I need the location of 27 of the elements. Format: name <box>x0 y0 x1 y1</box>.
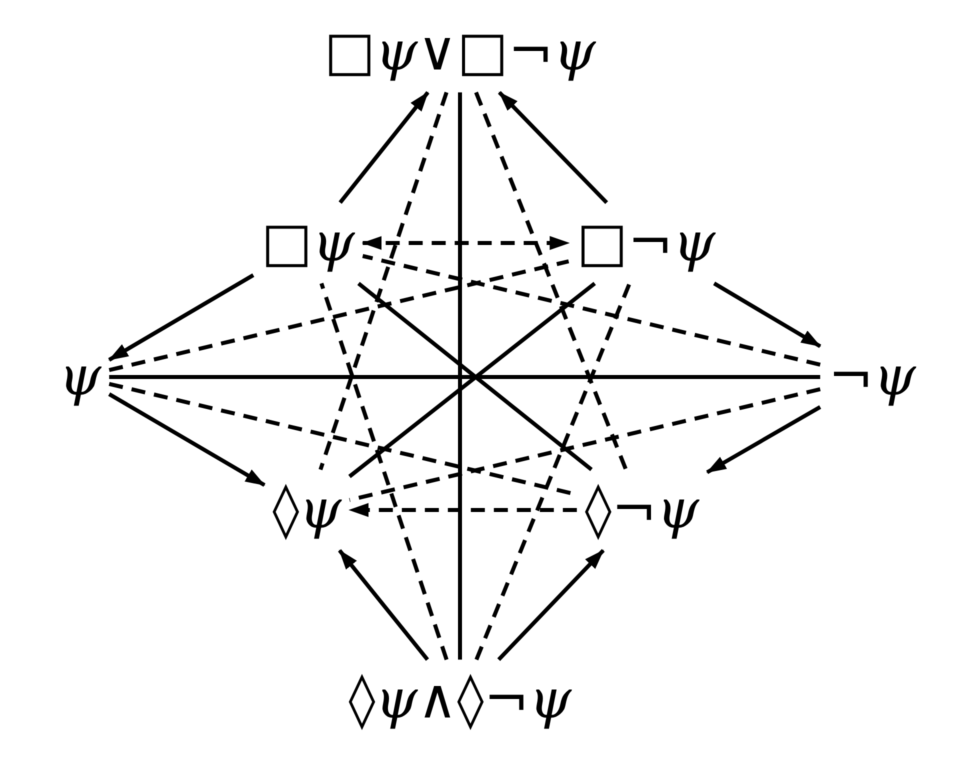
dashed-arrow <box>362 236 570 250</box>
dashed-line <box>320 282 448 660</box>
dashed-line <box>349 387 821 502</box>
formula-text: ¬ψ <box>828 344 916 410</box>
formula-text: □ψ∨□¬ψ <box>324 20 596 84</box>
dashed-line <box>474 92 628 470</box>
arrow <box>108 392 266 487</box>
arrow <box>498 91 608 204</box>
arrow <box>706 405 822 474</box>
dashed-line <box>318 92 448 470</box>
connector-line <box>458 92 462 660</box>
arrow <box>713 282 822 348</box>
connector-line <box>109 375 820 379</box>
formula-text: □¬ψ <box>576 210 716 276</box>
formula-text: ◊ψ∧◊¬ψ <box>348 668 572 732</box>
dashed-line <box>108 259 570 372</box>
dashed-line <box>362 254 821 367</box>
dashed-line <box>474 282 632 660</box>
arrow <box>108 273 254 362</box>
formula-text: ◊ψ <box>272 478 342 542</box>
formula-text: □ψ <box>261 210 355 276</box>
arrow <box>497 549 605 661</box>
formula-text: ◊¬ψ <box>584 478 700 542</box>
dashed-arrow <box>348 503 577 517</box>
arrow <box>338 91 430 204</box>
arrow <box>338 549 430 661</box>
formula-text: ψ <box>58 344 102 410</box>
